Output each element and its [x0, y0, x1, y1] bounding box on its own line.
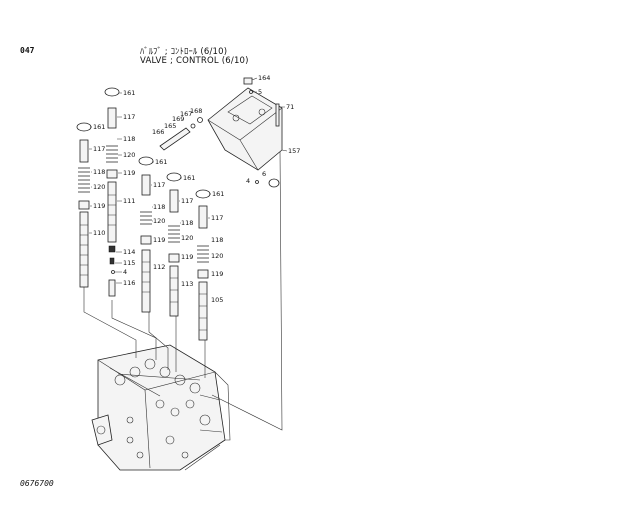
callout-117: 117	[153, 181, 165, 189]
callout-115: 115	[123, 259, 135, 267]
callout-161: 161	[93, 123, 105, 131]
callout-118: 118	[153, 203, 165, 211]
callout-166: 166	[152, 128, 164, 136]
callout-164: 164	[258, 74, 270, 82]
callout-116: 116	[123, 279, 135, 287]
callout-5: 5	[258, 88, 262, 96]
callout-161: 161	[183, 174, 195, 182]
page-number: 047	[20, 46, 35, 55]
callout-161: 161	[212, 190, 224, 198]
callout-118: 118	[123, 135, 135, 143]
callout-119: 119	[211, 270, 223, 278]
callout-4: 4	[246, 177, 250, 185]
callout-112: 112	[153, 263, 165, 271]
callout-119: 119	[181, 253, 193, 261]
callout-119: 119	[93, 202, 105, 210]
callout-120: 120	[123, 151, 135, 159]
leader-lines	[83, 149, 283, 431]
cover-assembly-157	[159, 77, 283, 188]
callout-118: 118	[211, 236, 223, 244]
callout-120: 120	[211, 252, 223, 260]
callout-117: 117	[93, 145, 105, 153]
spool-assembly-110	[76, 122, 92, 288]
callout-120: 120	[153, 217, 165, 225]
callout-6: 6	[262, 170, 266, 178]
spool-assembly-105	[195, 189, 211, 341]
callout-117: 117	[123, 113, 135, 121]
callout-71: 71	[286, 103, 294, 111]
callout-119: 119	[153, 236, 165, 244]
callout-161: 161	[155, 158, 167, 166]
callout-117: 117	[181, 197, 193, 205]
callout-117: 117	[211, 214, 223, 222]
drawing-code: 0676700	[20, 479, 54, 488]
title-japanese: ﾊﾞﾙﾌﾞ ; ｺﾝﾄﾛｰﾙ (6/10)	[140, 47, 228, 57]
callout-161: 161	[123, 89, 135, 97]
callout-120: 120	[181, 234, 193, 242]
callout-169: 169	[172, 115, 184, 123]
callout-labels: 161 117 118 120 119 111 114 115 4 116 16…	[93, 74, 300, 304]
callout-114: 114	[123, 248, 135, 256]
callout-118: 118	[93, 168, 105, 176]
spool-assembly-112	[138, 156, 154, 313]
callout-105: 105	[211, 296, 223, 304]
callout-111: 111	[123, 197, 135, 205]
callout-157: 157	[288, 147, 300, 155]
callout-leaders	[89, 77, 288, 284]
callout-167: 167	[180, 110, 192, 118]
spool-assembly-113	[166, 172, 182, 317]
callout-118: 118	[181, 219, 193, 227]
callout-168: 168	[190, 107, 202, 115]
valve-body	[91, 344, 231, 471]
callout-4: 4	[123, 268, 127, 276]
callout-120: 120	[93, 183, 105, 191]
callout-110: 110	[93, 229, 105, 237]
callout-119: 119	[123, 169, 135, 177]
spool-assembly-111	[104, 87, 120, 297]
title-english: VALVE ; CONTROL (6/10)	[140, 56, 249, 66]
callout-113: 113	[181, 280, 193, 288]
callout-165: 165	[164, 122, 176, 130]
